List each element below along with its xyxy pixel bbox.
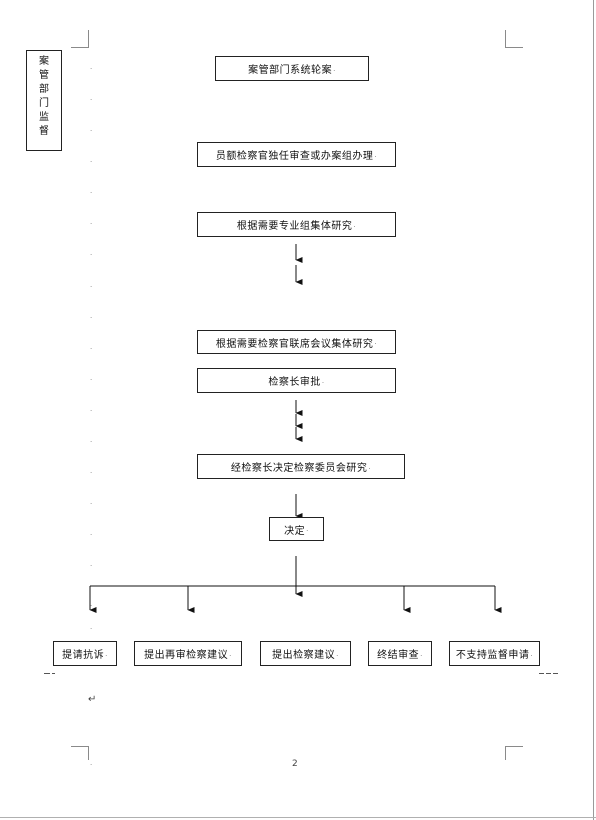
vertical-label-char: 监 — [39, 112, 49, 123]
paragraph-mark: . — [90, 759, 93, 767]
vertical-label-char: 案 — [39, 56, 49, 67]
paragraph-mark: . — [90, 374, 93, 382]
paragraph-mark: . — [90, 218, 93, 226]
crop-mark-top-right — [505, 30, 506, 47]
crop-mark-top-left — [88, 30, 89, 47]
crop-mark-bottom-left — [71, 746, 89, 747]
paragraph-mark: . — [90, 436, 93, 444]
dash-left — [52, 673, 55, 674]
crop-mark-top-left — [71, 47, 89, 48]
paragraph-mark: . — [90, 63, 93, 71]
vertical-label-char: 门 — [39, 98, 49, 109]
outcome-protest: 提请抗诉. — [53, 641, 117, 666]
page-edge-bottom — [0, 817, 596, 818]
flow-node-case-assignment: 案管部门系统轮案. — [215, 56, 369, 81]
node-label: 提请抗诉 — [62, 650, 105, 661]
flow-node-prosecutor-review: 员额检察官独任审查或办案组办理. — [197, 142, 396, 167]
page-number: 2 — [292, 759, 298, 769]
node-label: 提出检察建议 — [272, 650, 336, 661]
crop-mark-top-right — [505, 47, 523, 48]
vertical-label-char: 管 — [39, 70, 49, 81]
node-label: 终结审查 — [377, 650, 420, 661]
paragraph-mark: . — [90, 498, 93, 506]
flow-node-decision: 决定. — [269, 517, 324, 541]
dash-right — [546, 673, 551, 674]
dash-right — [553, 673, 558, 674]
paragraph-mark: . — [90, 94, 93, 102]
crop-mark-bottom-right — [505, 746, 506, 760]
paragraph-mark: . — [90, 187, 93, 195]
flow-node-committee-study: 经检察长决定检察委员会研究. — [197, 454, 405, 479]
node-label: 根据需要检察官联席会议集体研究 — [215, 338, 374, 350]
vertical-label-box: 案 管 部 门 监 督 — [26, 50, 62, 151]
outcome-procuratorial-suggestion: 提出检察建议. — [260, 641, 351, 666]
node-label: 提出再审检察建议 — [144, 650, 229, 661]
crop-mark-bottom-right — [505, 746, 523, 747]
paragraph-mark: . — [90, 529, 93, 537]
paragraph-mark: . — [90, 405, 93, 413]
node-label: 经检察长决定检察委员会研究 — [230, 463, 368, 474]
vertical-label-char: 督 — [39, 126, 49, 137]
outcome-terminate-review: 终结审查. — [368, 641, 432, 666]
paragraph-mark: . — [90, 156, 93, 164]
node-label: 检察长审批 — [268, 377, 321, 388]
node-label: 决定 — [284, 525, 306, 537]
paragraph-mark: . — [90, 600, 93, 608]
vertical-label-char: 部 — [39, 84, 49, 95]
dash-left — [44, 673, 50, 674]
node-label: 根据需要专业组集体研究 — [236, 221, 353, 232]
paragraph-mark: . — [90, 560, 93, 568]
enter-mark: ↵ — [88, 694, 97, 705]
paragraph-mark: . — [90, 467, 93, 475]
node-label: 案管部门系统轮案 — [248, 65, 333, 76]
paragraph-mark: . — [90, 249, 93, 257]
flow-node-chief-approval: 检察长审批. — [197, 368, 396, 393]
flow-node-group-study: 根据需要专业组集体研究. — [197, 212, 396, 237]
flow-node-joint-meeting: 根据需要检察官联席会议集体研究. — [197, 330, 396, 354]
outcome-reject-application: 不支持监督申请. — [449, 641, 540, 666]
paragraph-mark: . — [90, 312, 93, 320]
paragraph-mark: . — [90, 125, 93, 133]
paragraph-mark: . — [90, 281, 93, 289]
page-edge-right — [593, 0, 594, 820]
node-label: 员额检察官独任审查或办案组办理 — [215, 151, 374, 162]
paragraph-mark: . — [90, 623, 93, 631]
paragraph-mark: . — [90, 343, 93, 351]
node-label: 不支持监督申请 — [455, 650, 530, 661]
dash-right — [539, 673, 544, 674]
crop-mark-bottom-left — [88, 746, 89, 760]
outcome-retrial-suggestion: 提出再审检察建议. — [134, 641, 242, 666]
